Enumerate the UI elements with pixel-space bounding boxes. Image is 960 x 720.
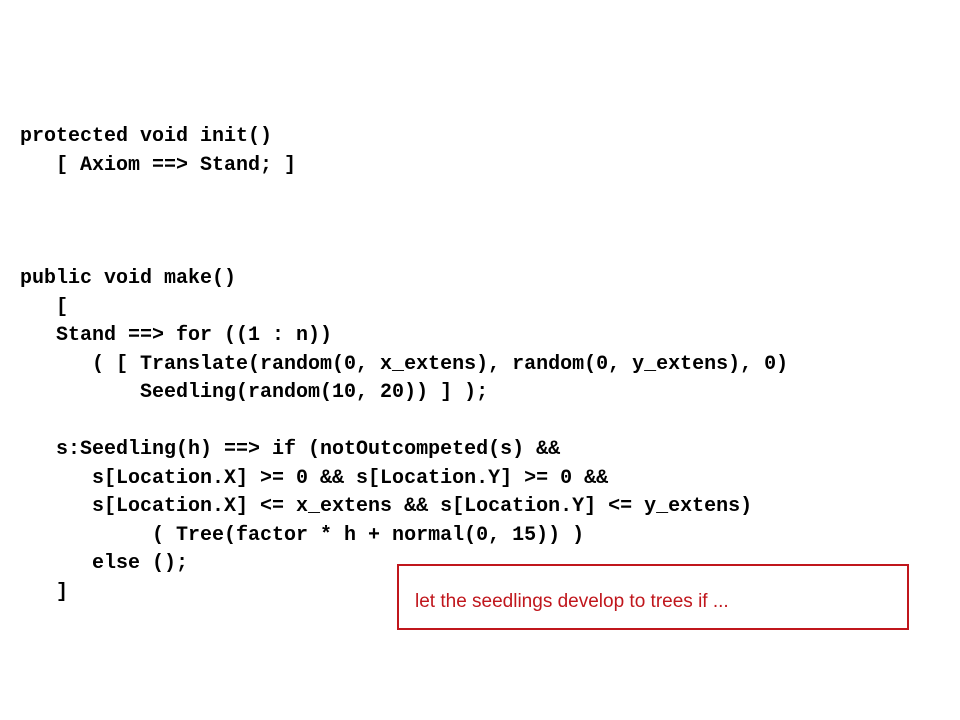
code-line-open-bracket: [ <box>20 296 69 319</box>
code-line-stand-rule: Stand ==> for ((1 : n)) <box>20 324 333 347</box>
code-line-translate: ( [ Translate(random(0, x_extens), rando… <box>20 353 789 376</box>
code-line-seedling-rule: s:Seedling(h) ==> if (notOutcompeted(s) … <box>20 438 561 461</box>
code-line-make-signature: public void make() <box>20 267 237 290</box>
annotation-callout: let the seedlings develop to trees if ..… <box>397 564 909 630</box>
code-line-else: else (); <box>20 552 189 575</box>
code-line-tree: ( Tree(factor * h + normal(0, 15)) ) <box>20 524 585 547</box>
code-line-init-signature: protected void init() <box>20 125 273 148</box>
code-line-seedling: Seedling(random(10, 20)) ] ); <box>20 381 489 404</box>
code-line-close-bracket: ] <box>20 581 69 604</box>
annotation-text: let the seedlings develop to trees if ..… <box>415 591 729 612</box>
code-line-location-min: s[Location.X] >= 0 && s[Location.Y] >= 0… <box>20 467 609 490</box>
code-line-axiom-rule: [ Axiom ==> Stand; ] <box>20 154 297 177</box>
code-line-location-max: s[Location.X] <= x_extens && s[Location.… <box>20 495 753 518</box>
